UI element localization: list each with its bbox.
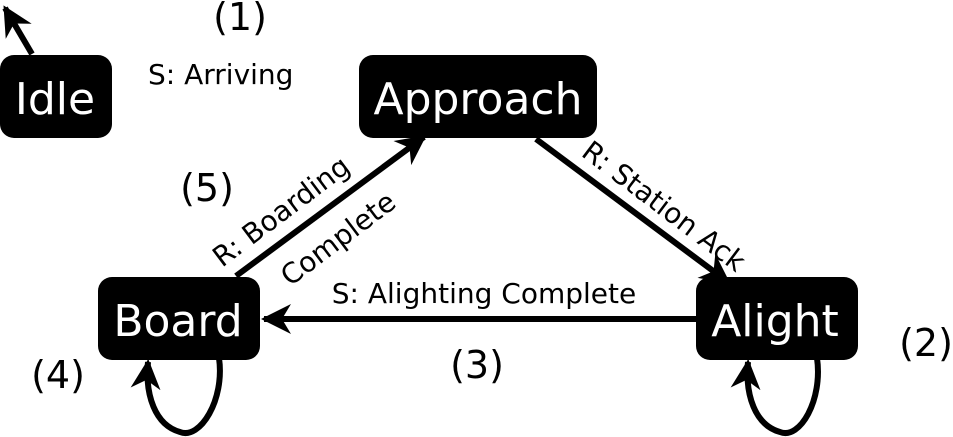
annotation-3: (3) [450,343,504,387]
edge-label-station-ack: R: Station Ack [576,134,753,279]
edge-label-arriving: S: Arriving [148,58,293,91]
node-alight: Alight [696,277,858,360]
annotation-2: (2) [899,321,953,365]
edge-board-to-approach [234,134,427,279]
node-board: Board [98,277,260,360]
edge-label-alighting-complete: S: Alighting Complete [332,277,636,310]
node-approach-label: Approach [373,74,582,125]
node-board-label: Board [113,296,242,347]
annotation-5: (5) [180,166,234,210]
edge-idle-out [2,5,35,56]
edge-approach-to-alight [534,136,731,285]
edge-board-self-loop [130,357,223,436]
node-approach: Approach [359,55,597,138]
annotation-4: (4) [31,353,85,397]
node-alight-label: Alight [711,296,839,347]
node-idle: Idle [0,55,112,138]
annotation-1: (1) [213,0,267,39]
edge-alight-self-loop [730,357,821,436]
node-idle-label: Idle [15,74,95,125]
